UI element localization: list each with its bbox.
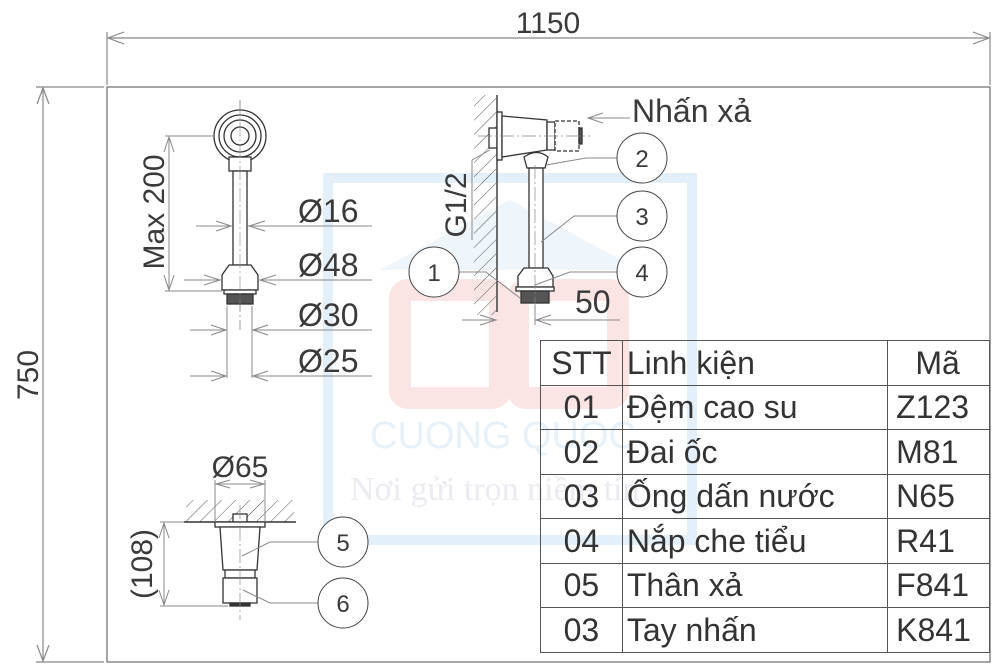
callout-5-label: 5 <box>336 530 349 557</box>
diameter-label-16: Ø16 <box>298 193 358 229</box>
row-code: F841 <box>887 562 990 608</box>
row-code: N65 <box>887 473 990 519</box>
table-row: 01 Đệm cao su Z123 <box>540 384 990 430</box>
max-height-label: Max 200 <box>138 154 171 269</box>
side-view-dimensions <box>459 112 630 326</box>
callout-5: 5 <box>317 516 369 568</box>
callout-3: 3 <box>616 190 668 242</box>
callout-6: 6 <box>317 577 369 629</box>
row-stt: 02 <box>540 429 623 475</box>
header-name: Linh kiện <box>621 340 889 386</box>
row-code: Z123 <box>887 384 990 430</box>
row-code: M81 <box>887 429 990 475</box>
callout-2-label: 2 <box>635 146 648 173</box>
thread-size-label: G1/2 <box>440 172 473 237</box>
header-stt: STT <box>540 340 623 386</box>
push-label: Nhấn xả <box>632 93 751 129</box>
callout-4-label: 4 <box>635 260 648 287</box>
front-view-part <box>213 100 267 330</box>
row-name: Đệm cao su <box>621 384 889 430</box>
bottom-diameter-label: Ø65 <box>212 451 269 484</box>
header-code: Mã <box>887 340 990 386</box>
overall-width-dimension <box>106 31 991 85</box>
bottom-height-label: (108) <box>126 529 159 599</box>
side-view-part <box>478 111 590 320</box>
row-name: Nắp che tiểu <box>621 518 889 564</box>
row-code: R41 <box>887 518 990 564</box>
row-name: Ống dấn nước <box>621 473 889 519</box>
callout-2: 2 <box>616 132 668 184</box>
offset-label: 50 <box>575 284 611 320</box>
diameter-label-25: Ø25 <box>298 343 358 379</box>
bottom-view-dimensions <box>158 479 318 607</box>
callout-1: 1 <box>408 246 460 298</box>
callout-4: 4 <box>616 246 668 298</box>
overall-height-label: 750 <box>12 350 45 400</box>
table-row: 02 Đai ốc M81 <box>540 429 990 475</box>
front-view-dimensions <box>163 135 372 382</box>
row-code: K841 <box>887 607 990 653</box>
overall-height-dimension <box>36 86 104 663</box>
row-stt: 04 <box>540 518 623 564</box>
row-stt: 05 <box>540 562 623 608</box>
callout-3-label: 3 <box>635 204 648 231</box>
table-row: 03 Ống dấn nước N65 <box>540 473 990 519</box>
drawing-frame <box>106 86 991 663</box>
row-name: Tay nhấn <box>621 607 889 653</box>
callout-1-label: 1 <box>427 260 440 287</box>
table-row: 03 Tay nhấn K841 <box>540 607 990 653</box>
table-row: 05 Thân xả F841 <box>540 562 990 608</box>
parts-table: STT Linh kiện Mã 01 Đệm cao su Z123 02 Đ… <box>540 340 990 653</box>
row-name: Thân xả <box>621 562 889 608</box>
diameter-label-48: Ø48 <box>298 247 358 283</box>
diameter-label-30: Ø30 <box>298 297 358 333</box>
row-name: Đai ốc <box>621 429 889 475</box>
table-row: 04 Nắp che tiểu R41 <box>540 518 990 564</box>
row-stt: 01 <box>540 384 623 430</box>
parts-table-header: STT Linh kiện Mã <box>540 340 990 386</box>
row-stt: 03 <box>540 607 623 653</box>
callout-6-label: 6 <box>336 591 349 618</box>
bottom-view-part <box>214 505 266 620</box>
overall-width-label: 1150 <box>516 7 581 40</box>
row-stt: 03 <box>540 473 623 519</box>
